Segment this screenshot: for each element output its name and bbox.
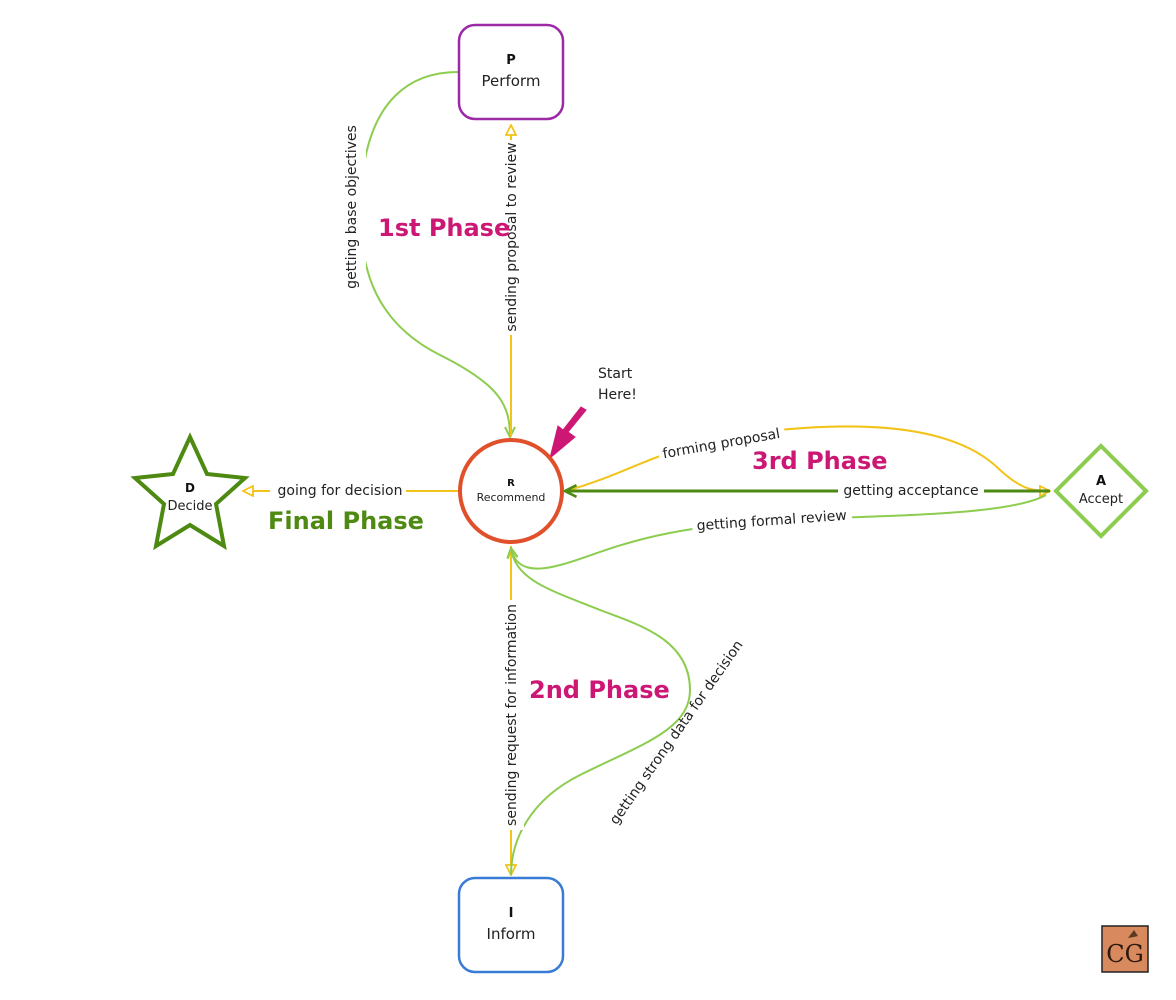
edge-getting-base-objectives xyxy=(359,71,510,437)
start-here-arrow xyxy=(549,406,587,460)
phase-second: 2nd Phase xyxy=(529,676,670,704)
node-decide[interactable]: D Decide xyxy=(130,432,250,551)
edge-label-proposal-to-review: sending proposal to review xyxy=(504,142,520,331)
edge-getting-strong-data xyxy=(511,548,692,876)
node-accept-key: A xyxy=(1096,474,1106,489)
edge-label-base-objectives: getting base objectives xyxy=(344,125,360,289)
node-accept[interactable]: A Accept xyxy=(1053,443,1149,539)
start-note-line2: Here! xyxy=(598,387,637,403)
edge-getting-formal-review xyxy=(511,494,1047,570)
edge-label-getting-acceptance: getting acceptance xyxy=(843,483,978,499)
edge-label-request-for-information: sending request for information xyxy=(504,604,520,826)
cg-logo-letters: CG xyxy=(1106,940,1144,968)
node-recommend-label: Recommend xyxy=(477,491,546,504)
node-decide-label: Decide xyxy=(167,499,212,514)
node-accept-label: Accept xyxy=(1079,492,1123,507)
node-perform[interactable]: P Perform xyxy=(457,23,565,121)
node-recommend[interactable]: R Recommend xyxy=(458,438,564,544)
edge-label-going-for-decision: going for decision xyxy=(278,483,403,499)
cg-logo-mark-icon xyxy=(1128,930,1138,938)
node-inform-key: I xyxy=(509,906,514,921)
edge-label-strong-data: getting strong data for decision xyxy=(607,638,747,828)
phase-third: 3rd Phase xyxy=(752,447,888,475)
node-inform[interactable]: I Inform xyxy=(457,876,565,974)
edge-forming-proposal xyxy=(565,425,1050,491)
phase-final: Final Phase xyxy=(268,507,424,535)
start-note-line1: Start xyxy=(598,366,633,382)
phase-first: 1st Phase xyxy=(378,214,510,242)
cg-logo: CG xyxy=(1101,925,1149,973)
node-perform-key: P xyxy=(506,53,516,68)
node-recommend-key: R xyxy=(507,478,515,489)
node-inform-label: Inform xyxy=(487,925,536,943)
node-perform-label: Perform xyxy=(482,72,541,90)
node-decide-key: D xyxy=(185,481,195,495)
